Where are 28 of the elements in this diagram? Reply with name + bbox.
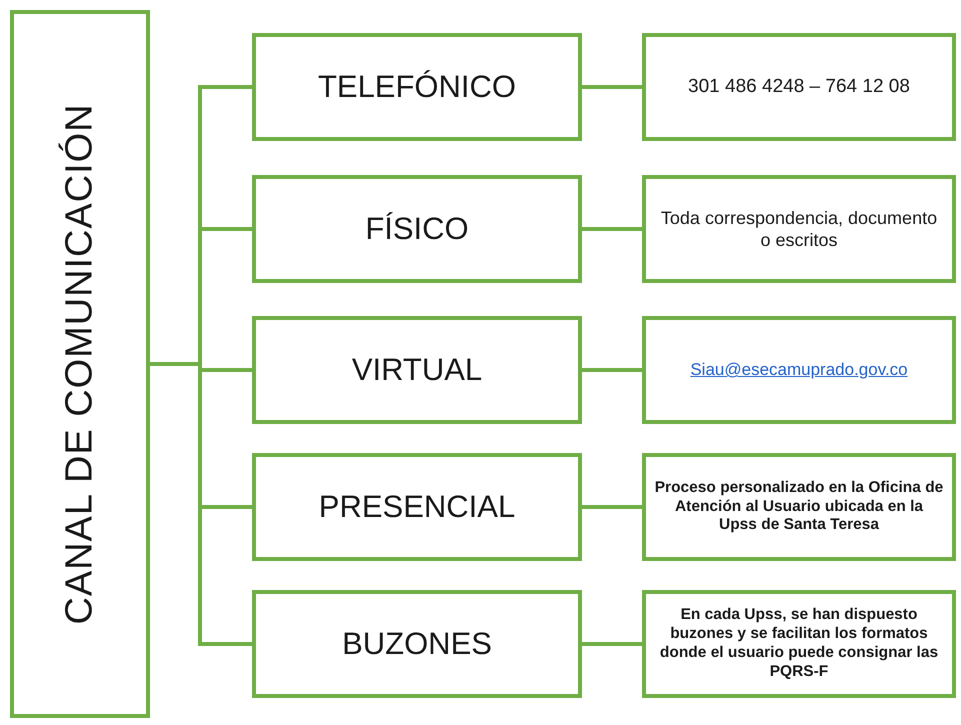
channel-box xyxy=(642,590,956,698)
channel-label: BUZONES xyxy=(342,624,492,663)
heading-box xyxy=(10,10,150,718)
connector-line xyxy=(582,368,642,372)
channel-box xyxy=(252,316,582,424)
channel-label: FÍSICO xyxy=(365,210,469,248)
phone-numbers: 301 486 4248 – 764 12 08 xyxy=(688,74,910,99)
connector-line xyxy=(582,642,642,646)
channel-label: TELEFÓNICO xyxy=(318,68,516,106)
description-text: Toda correspondencia, documento o escritos xyxy=(660,206,938,252)
channel-box xyxy=(642,453,956,561)
connector-line xyxy=(582,85,642,89)
channel-box xyxy=(252,453,582,561)
description-text: Proceso personalizado en la Oficina de Atención al Usuario ubicada en la Upss de Santa Teresa xyxy=(654,478,944,536)
channel-box xyxy=(252,33,582,141)
connector-line xyxy=(582,227,642,231)
connector-line xyxy=(150,362,252,646)
channel-box xyxy=(642,316,956,424)
channel-label: VIRTUAL xyxy=(352,350,482,389)
channel-box xyxy=(642,33,956,141)
connector-line xyxy=(582,505,642,509)
channel-box xyxy=(252,175,582,283)
channel-label: PRESENCIAL xyxy=(318,488,516,526)
description-text: En cada Upss, se han dispuesto buzones y se facilitan los formatos donde el usuario puede consignar las PQRS-F xyxy=(658,606,940,682)
channel-box xyxy=(252,590,582,698)
vertical-heading: CANAL DE COMUNICACIÓN xyxy=(58,103,102,625)
email-link: Siau@esecamuprado.gov.co xyxy=(690,359,908,382)
channel-box xyxy=(642,175,956,283)
